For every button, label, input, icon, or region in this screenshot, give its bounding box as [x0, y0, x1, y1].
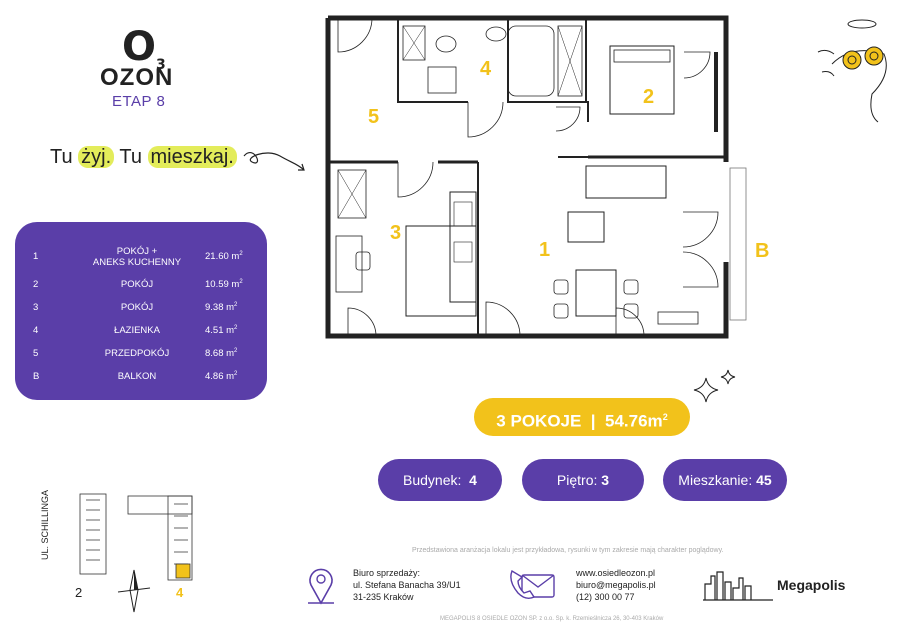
table-row: 3 POKÓJ 9.38 m2 — [33, 302, 238, 314]
phone-mail-icon — [510, 569, 555, 600]
logo-mark: O3 — [122, 24, 166, 73]
street-label: UL. SCHILLINGA — [40, 489, 50, 560]
building-badge: Budynek: 4 — [378, 459, 502, 501]
plan-label-balcony: B — [755, 240, 770, 262]
compass-icon — [117, 569, 151, 613]
rooms-table: 1 POKÓJ +ANEKS KUCHENNY 21.60 m2 2 POKÓJ… — [15, 222, 267, 400]
stage-label: ETAP 8 — [112, 93, 166, 110]
table-row: 2 POKÓJ 10.59 m2 — [33, 279, 243, 291]
plan-label-room-1: 1 — [539, 239, 551, 261]
legal-footnote: MEGAPOLIS 8 OSIEDLE OZON SP. z o.o. Sp. … — [440, 616, 664, 622]
sparkle-icon — [693, 369, 736, 403]
plan-label-room-4: 4 — [480, 58, 492, 80]
table-row: 1 POKÓJ +ANEKS KUCHENNY 21.60 m2 — [33, 246, 243, 268]
binoculars-illustration — [817, 19, 887, 123]
table-row: B BALKON 4.86 m2 — [33, 371, 238, 383]
location-pin-icon — [308, 568, 334, 605]
floor-plan — [325, 15, 747, 339]
site-building-number: 2 — [75, 585, 83, 600]
apartment-number-badge: Mieszkanie: 45 — [663, 459, 787, 501]
table-row: 5 PRZEDPOKÓJ 8.68 m2 — [33, 348, 238, 360]
email-link[interactable]: biuro@megapolis.pl — [576, 580, 656, 590]
logo-text: OZON — [100, 64, 174, 91]
plan-label-room-5: 5 — [368, 106, 380, 128]
site-plan — [79, 493, 193, 581]
table-row: 4 ŁAZIENKA 4.51 m2 — [33, 325, 238, 337]
sales-office: Biuro sprzedaży: ul. Stefana Banacha 39/… — [353, 568, 461, 602]
website-link[interactable]: www.osiedleozon.pl — [576, 568, 656, 578]
developer-logo-text: Megapolis — [777, 577, 846, 593]
floor-badge: Piętro: 3 — [522, 459, 644, 501]
phone-number: (12) 300 00 77 — [576, 592, 635, 602]
contact-details: www.osiedleozon.pl biuro@megapolis.pl (1… — [576, 567, 656, 603]
tagline: Tu żyj. Tu mieszkaj. — [50, 146, 237, 169]
swirl-arrow-icon — [243, 152, 305, 171]
site-building-number-highlight: 4 — [176, 585, 184, 600]
disclaimer-text: Przedstawiona aranżacja lokalu jest przy… — [412, 547, 724, 554]
skyline-logo-icon — [703, 571, 773, 601]
plan-label-room-3: 3 — [390, 222, 402, 244]
plan-label-room-2: 2 — [643, 86, 655, 108]
apartment-summary-badge: 3 POKOJE | 54.76m2 — [474, 398, 690, 436]
